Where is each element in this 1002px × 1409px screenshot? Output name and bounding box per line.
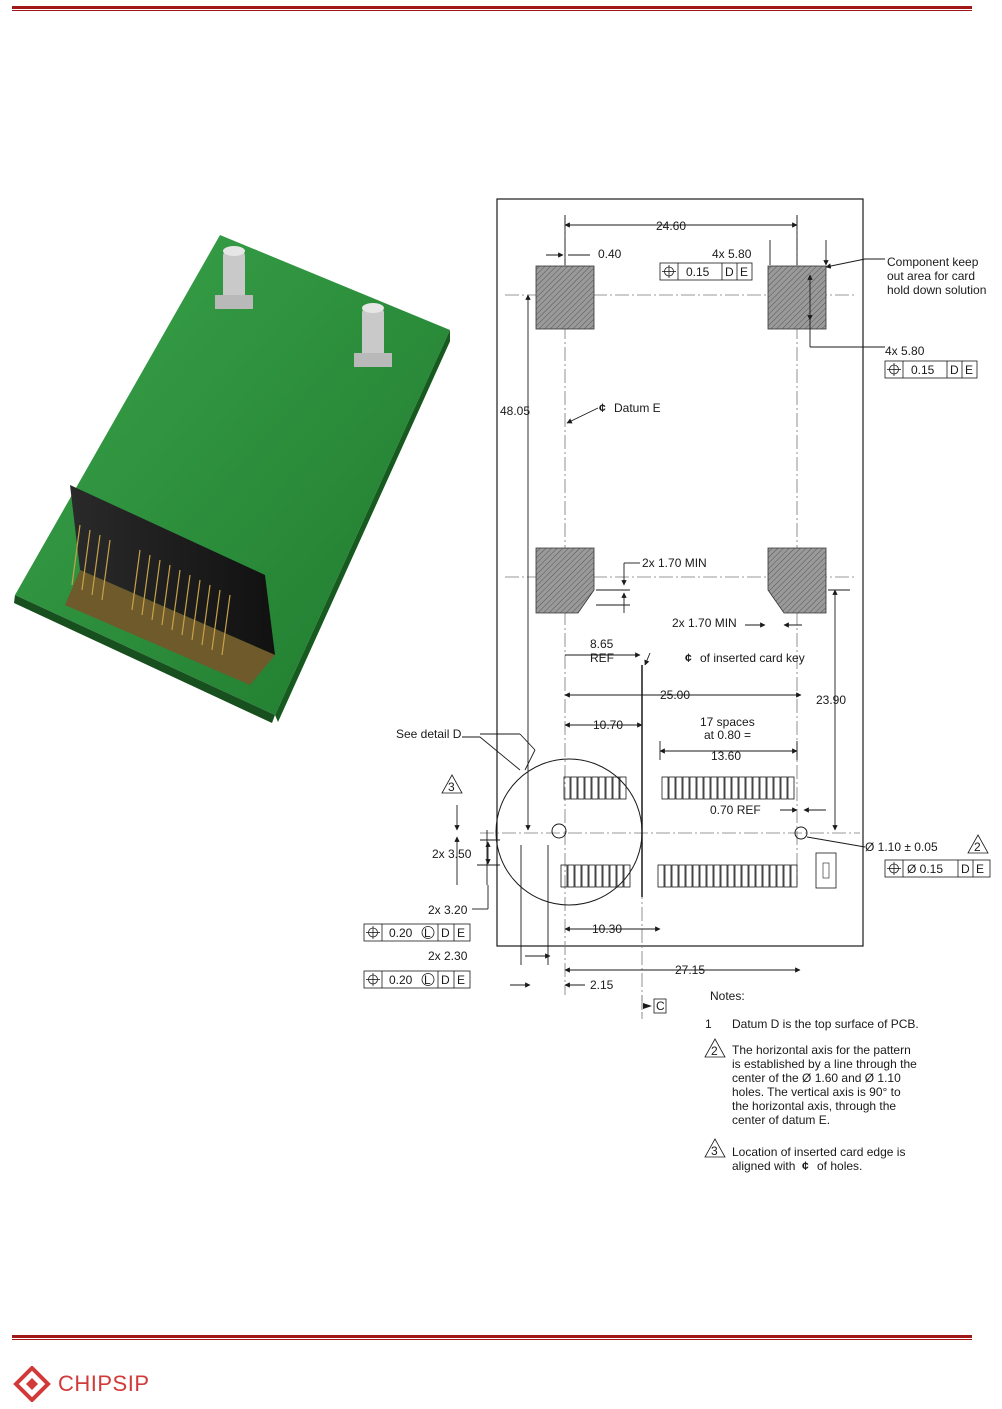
- svg-text:D: D: [441, 973, 450, 987]
- notes-block: Notes: 1 Datum D is the top surface of P…: [704, 989, 919, 1173]
- dim-13-60: 13.60: [711, 749, 741, 763]
- svg-text:center of datum E.: center of datum E.: [732, 1113, 830, 1127]
- keepout-pad-bl: [535, 547, 595, 614]
- chipsip-logo: CHIPSIP: [12, 1366, 150, 1402]
- hole-dia-label: Ø 1.10 ± 0.05: [865, 840, 938, 854]
- svg-text:the horizontal axis, through t: the horizontal axis, through the: [732, 1099, 896, 1113]
- dim-8-65: 8.65: [590, 637, 614, 651]
- pcb-photo: [14, 235, 450, 723]
- svg-text:center of the Ø 1.60 and Ø 1.1: center of the Ø 1.60 and Ø 1.10: [732, 1071, 901, 1085]
- svg-text:Location of inserted card edge: Location of inserted card edge is: [732, 1145, 905, 1159]
- keepout-label-2: out area for card: [887, 269, 975, 283]
- datum-e-label: Datum E: [614, 401, 661, 415]
- dim-10-30: 10.30: [592, 922, 622, 936]
- flag-2-hole: 2: [967, 834, 989, 854]
- pad-row-bottom: [560, 864, 798, 888]
- tolerance-frame-top: 0.15 D E: [659, 262, 753, 281]
- keepout-label-1: Component keep: [887, 255, 979, 269]
- svg-text:Ø 0.15: Ø 0.15: [907, 862, 943, 876]
- dim-2x350: 2x 3.50: [432, 847, 472, 861]
- dim-2x320: 2x 3.20: [428, 903, 468, 917]
- svg-text:is established by a line throu: is established by a line through the: [732, 1057, 917, 1071]
- svg-text:0.20: 0.20: [389, 973, 413, 987]
- logo-mark-icon: [13, 1366, 51, 1402]
- svg-text:3: 3: [448, 780, 455, 794]
- svg-text:holes. The vertical axis is 90: holes. The vertical axis is 90° to: [732, 1085, 901, 1099]
- dim-0-40: 0.40: [598, 247, 622, 261]
- card-key-label: of inserted card key: [700, 651, 805, 665]
- svg-text:3: 3: [711, 1144, 718, 1158]
- svg-text:of holes.: of holes.: [817, 1159, 862, 1173]
- keepout-label-3: hold down solution: [887, 283, 986, 297]
- dim-0-70: 0.70 REF: [710, 803, 761, 817]
- svg-text:1: 1: [705, 1017, 712, 1031]
- keepout-pad-tr: [767, 265, 827, 330]
- footer-rule-thin: [12, 1339, 972, 1340]
- dim-23-90: 23.90: [816, 693, 846, 707]
- svg-text:0.20: 0.20: [389, 926, 413, 940]
- dim-25-00: 25.00: [660, 688, 690, 702]
- svg-text:E: E: [965, 363, 973, 377]
- svg-text:D: D: [725, 265, 734, 279]
- spaces-label-1: 17 spaces: [700, 715, 755, 729]
- dim-2x170-a: 2x 1.70 MIN: [642, 556, 707, 570]
- svg-text:0.15: 0.15: [911, 363, 935, 377]
- tolerance-frame-left-1: 0.20 L D E: [363, 923, 471, 942]
- dim-10-70: 10.70: [593, 718, 623, 732]
- see-detail-label: See detail D: [396, 727, 462, 741]
- svg-text:¢: ¢: [802, 1159, 809, 1173]
- svg-text:2: 2: [711, 1044, 718, 1058]
- svg-text:D: D: [950, 363, 959, 377]
- dim-24-60: 24.60: [656, 219, 686, 233]
- svg-text:E: E: [457, 973, 465, 987]
- svg-text:L: L: [424, 926, 431, 940]
- svg-text:E: E: [457, 926, 465, 940]
- header-rule-thin: [12, 10, 972, 11]
- keepout-pad-br: [767, 547, 827, 614]
- keepout-pad-tl: [535, 265, 595, 330]
- svg-text:Notes:: Notes:: [710, 989, 745, 1003]
- svg-text:¢: ¢: [599, 401, 606, 415]
- hole-right: [794, 826, 808, 840]
- dim-27-15: 27.15: [675, 963, 705, 977]
- hole-left: [551, 823, 567, 839]
- svg-text:E: E: [976, 862, 984, 876]
- spaces-label-2: at 0.80 =: [704, 728, 751, 742]
- dim-4x580-right: 4x 5.80: [885, 344, 925, 358]
- dim-ref: REF: [590, 651, 614, 665]
- dim-2x170-b: 2x 1.70 MIN: [672, 616, 737, 630]
- datum-c-label: C: [656, 999, 665, 1013]
- svg-text:E: E: [740, 265, 748, 279]
- svg-text:The horizontal axis for the pa: The horizontal axis for the pattern: [732, 1043, 911, 1057]
- svg-text:aligned with: aligned with: [732, 1159, 795, 1173]
- dim-48-05: 48.05: [500, 404, 530, 418]
- svg-text:L: L: [424, 973, 431, 987]
- svg-text:0.15: 0.15: [686, 265, 710, 279]
- footprint-drawing: 24.60 0.40 4x 5.80 Component keep out ar…: [363, 198, 991, 1173]
- footer-rule: [12, 1335, 972, 1338]
- header-rule: [12, 6, 972, 9]
- logo-text: CHIPSIP: [58, 1371, 150, 1396]
- svg-text:D: D: [961, 862, 970, 876]
- svg-text:¢: ¢: [685, 651, 692, 665]
- tolerance-frame-hole: Ø 0.15 D E: [884, 859, 991, 878]
- board-outline: [496, 198, 864, 947]
- tolerance-frame-right: 0.15 D E: [884, 360, 978, 379]
- svg-text:Datum D is the top surface of: Datum D is the top surface of PCB.: [732, 1017, 919, 1031]
- svg-text:D: D: [441, 926, 450, 940]
- dim-4x580-top: 4x 5.80: [712, 247, 752, 261]
- svg-text:2: 2: [974, 840, 981, 854]
- dim-2x230: 2x 2.30: [428, 949, 468, 963]
- flag-3-left: 3: [441, 774, 463, 794]
- dim-2-15: 2.15: [590, 978, 614, 992]
- pad-row-top: [563, 776, 795, 800]
- tolerance-frame-left-2: 0.20 L D E: [363, 970, 471, 989]
